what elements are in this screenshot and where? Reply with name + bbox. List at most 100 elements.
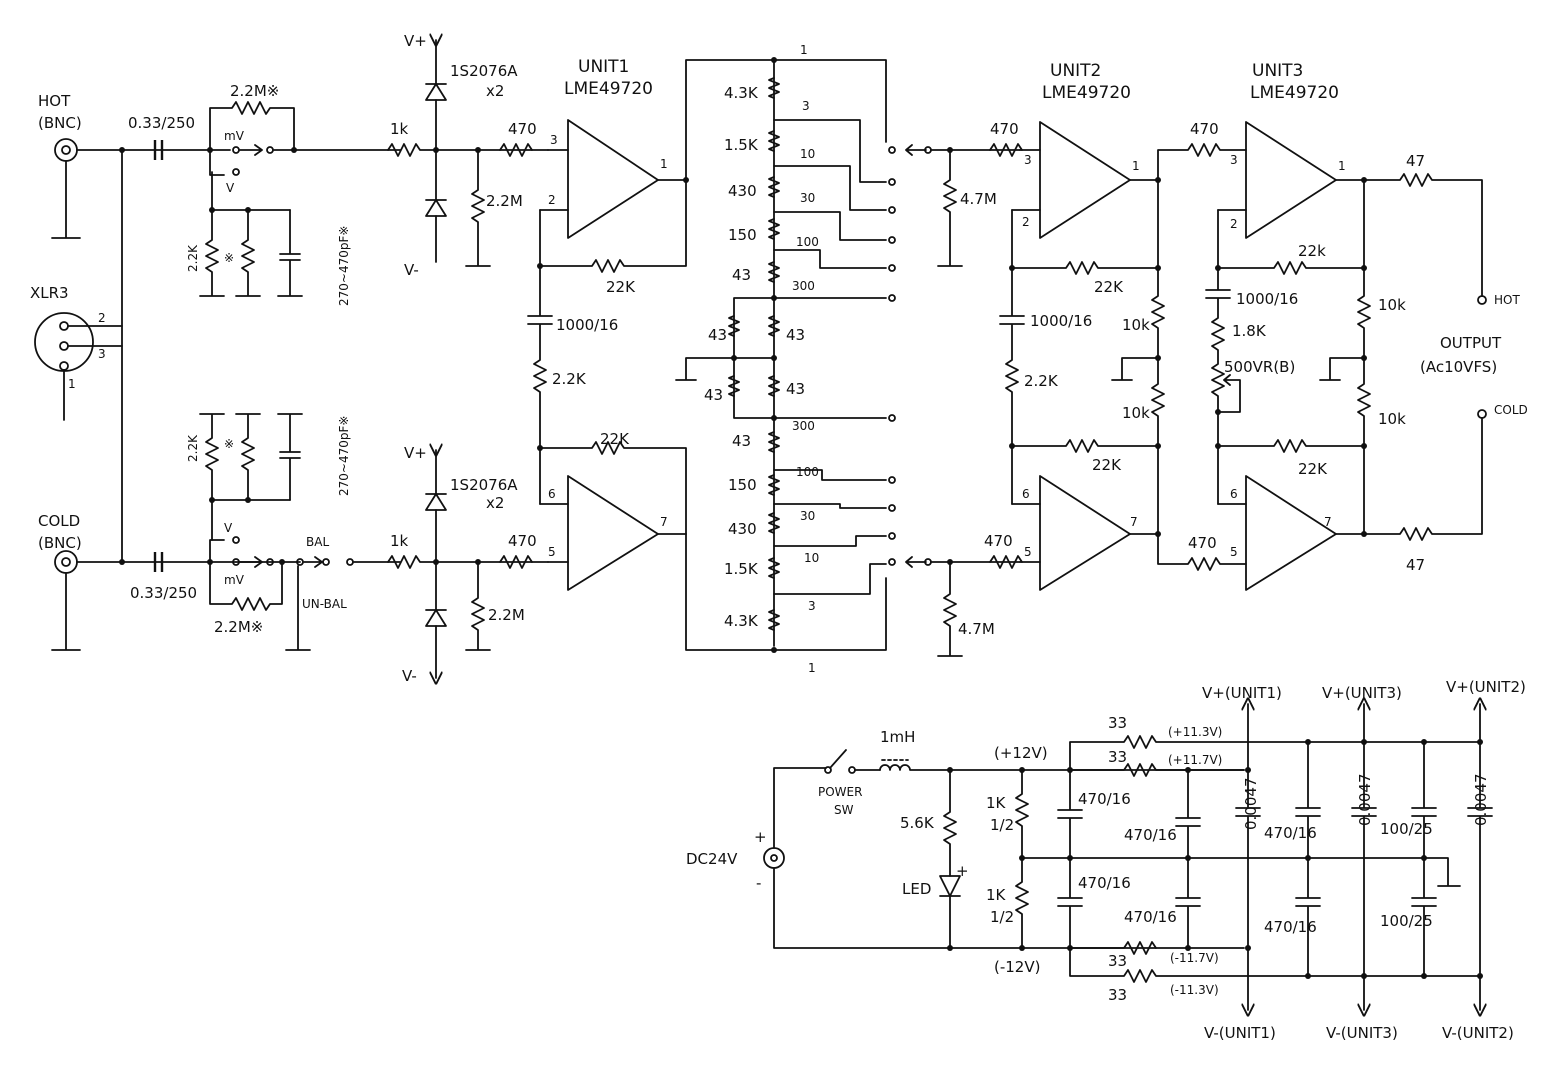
unit3-r-div-top: 10k [1378, 296, 1406, 314]
ladder-resistor [768, 375, 780, 397]
unit3-r-out-bot: 47 [1406, 556, 1425, 574]
div-mark-hot: ※ [224, 251, 234, 265]
unit1-pin5: 5 [548, 545, 556, 559]
att-r-mid-2: 43 [704, 386, 723, 404]
unit3-pin2: 2 [1230, 217, 1238, 231]
vn-u3: V-(UNIT3) [1326, 1024, 1398, 1042]
dc-plus: + [754, 828, 767, 846]
unit1-out-bot-wire [685, 533, 775, 651]
c-u2-film: 0.0047 [1472, 774, 1490, 827]
r-split-top: 1K [986, 794, 1007, 812]
vminus-bot: V- [402, 667, 417, 685]
ladder-resistor [768, 77, 780, 99]
c-main-top: 470/16 [1078, 790, 1131, 808]
unit3-pin7: 7 [1324, 515, 1332, 529]
hot-bnc-connector [51, 138, 231, 239]
r-split-top-w: 1/2 [990, 816, 1014, 834]
cap-cold-label: 0.33/250 [130, 584, 197, 602]
unit2-r-div-top: 10k [1122, 316, 1150, 334]
unit1-fb-bot: 22K [600, 430, 630, 448]
att-tap-top-2: 30 [800, 191, 815, 205]
div-c-hot: 270~470pF※ [337, 226, 351, 306]
out-hot-label: HOT [1494, 293, 1520, 307]
ladder-resistor [768, 261, 780, 283]
unit2-r-in-bot: 470 [984, 532, 1013, 550]
ladder-resistor [768, 218, 780, 240]
unit2-opamp-a [937, 121, 1161, 447]
att-tap-bot-3: 10 [804, 551, 819, 565]
vminus-top: V- [404, 261, 419, 279]
unit2-fb-bot: 22K [1092, 456, 1122, 474]
c-u2-top: 100/25 [1380, 820, 1433, 838]
att-top-tap: 1 [800, 43, 808, 57]
unit1-part: LME49720 [564, 79, 653, 99]
unit1-r-gain: 2.2K [552, 370, 587, 388]
r-filt-b-bot: 33 [1108, 986, 1127, 1004]
r-cold-label: 2.2M※ [214, 618, 263, 636]
vplus-bot: V+ [404, 444, 427, 462]
selector-contact [888, 504, 896, 512]
selector-contact [888, 236, 896, 244]
unit1-pin1: 1 [660, 157, 668, 171]
div-r-cold: 2.2K [186, 434, 200, 462]
r-split-bot: 1K [986, 886, 1007, 904]
bal-label: BAL [306, 535, 329, 549]
att-tap-top-1: 10 [800, 147, 815, 161]
sw-mv-hot: mV [224, 129, 245, 143]
vn-u1: V-(UNIT1) [1204, 1024, 1276, 1042]
att-r-top-3: 150 [728, 226, 757, 244]
diode-top: 1S2076A [450, 62, 518, 80]
unit3-pin1: 1 [1338, 159, 1346, 173]
ladder-resistor [768, 130, 780, 152]
r-shunt-bot: 2.2M [488, 606, 525, 624]
unit1-fb-top: 22K [606, 278, 636, 296]
unit1-out-top-wire [685, 59, 775, 181]
unit3-pin6: 6 [1230, 487, 1238, 501]
v-113p: (+11.3V) [1168, 725, 1222, 739]
hot-coupling-capacitor [153, 140, 164, 160]
selector-contact [888, 558, 896, 566]
unit3-fb-bot: 22K [1298, 460, 1328, 478]
c-u3-bot: 470/16 [1264, 918, 1317, 936]
unit2-r-gain: 2.2K [1024, 372, 1059, 390]
unit2-pin7: 7 [1130, 515, 1138, 529]
unit2-fb-top: 22K [1094, 278, 1124, 296]
unit3-opamp-a [1205, 121, 1367, 447]
vp-u1: V+(UNIT1) [1202, 684, 1282, 702]
selector-contact [888, 294, 896, 302]
att-r-mid-3: 43 [786, 380, 805, 398]
att-bottom-tap: 1 [808, 661, 816, 675]
output-level: (Ac10VFS) [1420, 358, 1497, 376]
att-r-bot-2: 430 [728, 520, 757, 538]
selector-contact [888, 178, 896, 186]
unit3-cap: 1000/16 [1236, 290, 1298, 308]
c-main-bot: 470/16 [1078, 874, 1131, 892]
cap-hot-label: 0.33/250 [128, 114, 195, 132]
att-r-bot-0: 43 [732, 432, 751, 450]
unit3-opamp-b [1215, 439, 1367, 591]
unit2-pin5: 5 [1024, 545, 1032, 559]
ladder-resistor [728, 375, 740, 397]
cold-protection [387, 450, 549, 678]
r-filt-a-bot: 33 [1108, 952, 1127, 970]
att-tap-top-0: 3 [802, 99, 810, 113]
diode-bot: 1S2076A [450, 476, 518, 494]
unit3-fb-top: 22k [1298, 242, 1326, 260]
v-pos-label: (+12V) [994, 744, 1048, 762]
r-split-bot-w: 1/2 [990, 908, 1014, 926]
att-r-top-2: 430 [728, 182, 757, 200]
v-neg-label: (-12V) [994, 958, 1040, 976]
div-r-hot: 2.2K [186, 244, 200, 272]
unit3-vr: 500VR(B) [1224, 358, 1295, 376]
unit1-pin6: 6 [548, 487, 556, 501]
unit3-part: LME49720 [1250, 83, 1339, 103]
unit2-opamp-b [937, 439, 1161, 657]
cold-coupling-capacitor [153, 552, 164, 572]
attenuator-resistors [728, 77, 780, 631]
sw-v-hot: V [226, 181, 235, 195]
v-117p: (+11.7V) [1168, 753, 1222, 767]
unit1-cap: 1000/16 [556, 316, 618, 334]
ladder-resistor [768, 315, 780, 337]
